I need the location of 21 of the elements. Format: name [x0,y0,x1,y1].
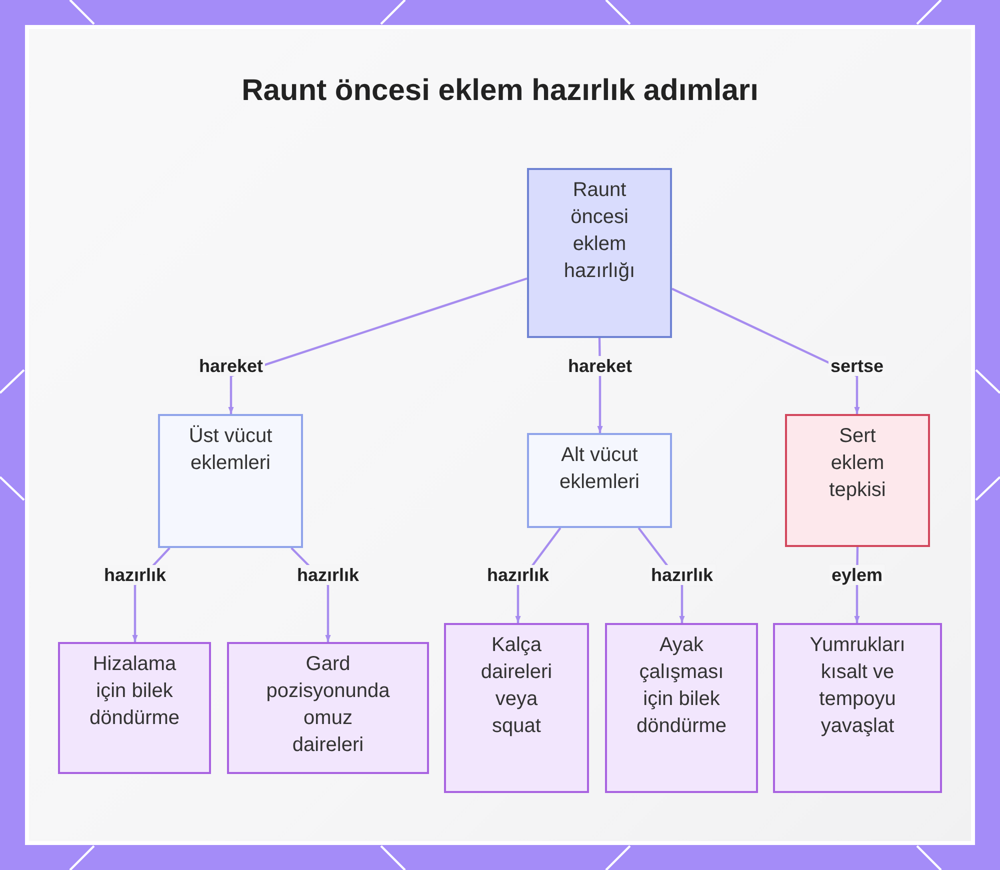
connector-arrow [228,277,528,414]
root-topic-box [527,168,672,338]
step-box [58,642,211,774]
node-text: Hizalama için bilek döndürme [88,652,181,731]
node-text: Ayak çalışması için bilek döndürme [635,633,728,739]
node-text: Raunt öncesi eklem hazırlığı [562,178,636,284]
diagram-title: Raunt öncesi eklem hazırlık adımları [242,73,758,109]
category-box [527,433,672,528]
node-text: Alt vücut eklemleri [558,443,641,495]
step-box [773,623,942,793]
connector-arrow [672,288,860,414]
step-box [605,623,758,793]
step-box [444,623,589,793]
step-box [227,642,429,774]
node-text: Kalça daireleri veya squat [480,633,554,739]
category-box [158,414,303,548]
node-text: Yumrukları kısalt ve tempoyu yavaşlat [808,633,906,739]
node-text: Sert eklem tepkisi [828,424,887,503]
node-text: Gard pozisyonunda omuz daireleri [266,652,390,758]
warning-box [785,414,930,547]
node-text: Üst vücut eklemleri [188,424,274,476]
